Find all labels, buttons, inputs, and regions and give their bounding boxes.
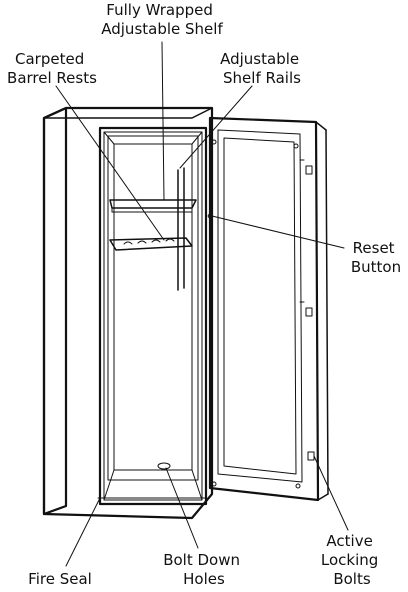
label-reset-button: Reset Button: [351, 239, 401, 276]
barrel-rest: [109, 237, 193, 251]
label-carpeted-barrel-rests: Carpeted Barrel Rests: [7, 50, 97, 87]
safe-body: [42, 106, 214, 520]
safe-door: [207, 116, 329, 502]
bolt-down-hole: [157, 462, 171, 470]
label-adjustable-shelf-rails: Adjustable Shelf Rails: [220, 50, 304, 87]
adjustable-shelf: [109, 199, 197, 209]
label-bolt-down-holes: Bolt Down Holes: [163, 551, 245, 588]
label-active-locking-bolts: Active Locking Bolts: [321, 532, 383, 588]
label-fire-seal: Fire Seal: [28, 570, 92, 588]
leader-lines: [55, 41, 349, 567]
label-fully-wrapped-shelf: Fully Wrapped Adjustable Shelf: [101, 1, 223, 38]
